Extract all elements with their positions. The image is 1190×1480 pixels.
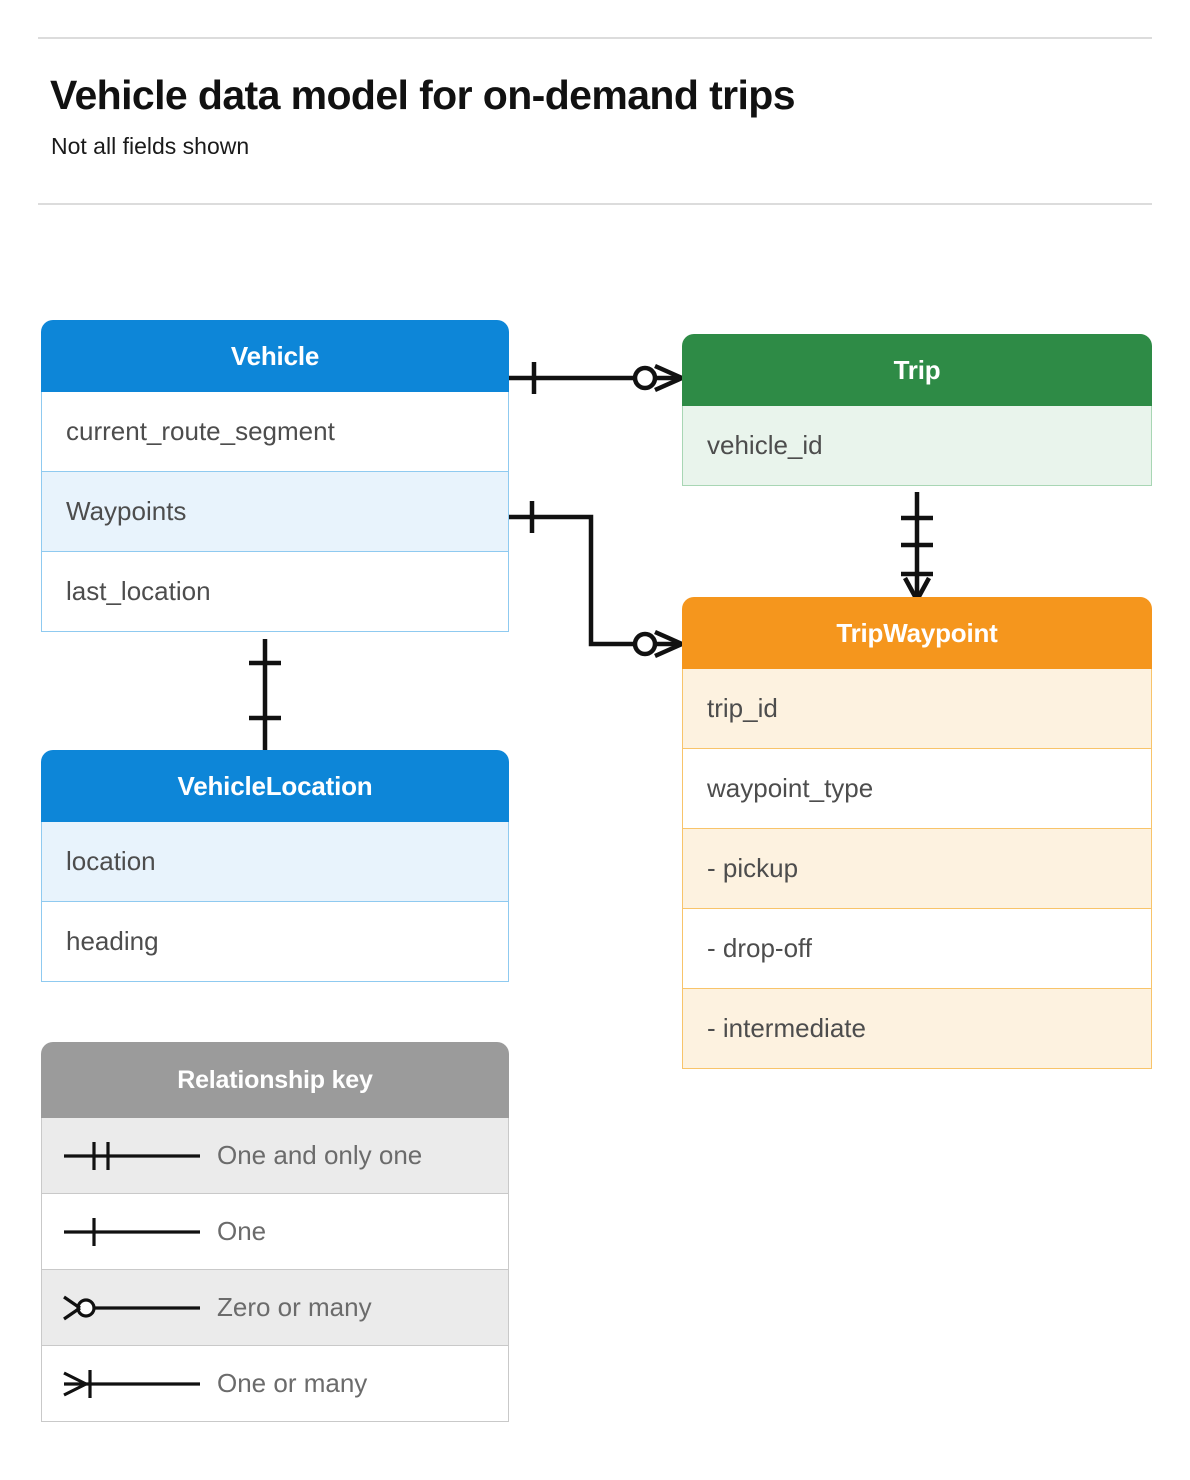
entity-vehicle-field-current-route-segment[interactable]: current_route_segment: [41, 392, 509, 472]
entity-tripwaypoint-value-drop-off[interactable]: - drop-off: [682, 909, 1152, 989]
page-title: Vehicle data model for on-demand trips: [50, 72, 796, 118]
legend-label-one-or-many: One or many: [217, 1368, 368, 1398]
one-or-many-icon: [42, 1364, 217, 1404]
legend-row-one-or-many: One or many: [41, 1346, 509, 1422]
zero-or-many-icon: [42, 1288, 217, 1328]
entity-tripwaypoint-title: TripWaypoint: [682, 597, 1152, 669]
one-and-only-one-icon: [42, 1136, 217, 1176]
connector-waypoints-tripwaypoint: [505, 501, 683, 659]
one-icon: [42, 1212, 217, 1252]
entity-tripwaypoint[interactable]: TripWaypoint trip_id waypoint_type - pic…: [682, 597, 1152, 1069]
entity-vehiclelocation-field-heading[interactable]: heading: [41, 902, 509, 982]
entity-vehiclelocation-title: VehicleLocation: [41, 750, 509, 822]
entity-vehiclelocation[interactable]: VehicleLocation location heading: [41, 750, 509, 982]
legend-label-one-and-only-one: One and only one: [217, 1140, 423, 1170]
page-subtitle: Not all fields shown: [51, 133, 250, 159]
connector-vehicle-vehiclelocation: [249, 639, 281, 751]
legend-row-zero-or-many: Zero or many: [41, 1270, 509, 1346]
relationship-key-title: Relationship key: [41, 1042, 509, 1118]
entity-vehicle-field-last-location[interactable]: last_location: [41, 552, 509, 632]
entity-tripwaypoint-value-intermediate[interactable]: - intermediate: [682, 989, 1152, 1069]
entity-trip-title: Trip: [682, 334, 1152, 406]
connector-vehicle-trip: [505, 362, 683, 394]
entity-vehiclelocation-field-location[interactable]: location: [41, 822, 509, 902]
connector-trip-tripwaypoint: [901, 492, 933, 602]
header-divider-bottom: [38, 203, 1152, 205]
legend-row-one-and-only-one: One and only one: [41, 1118, 509, 1194]
legend-label-zero-or-many: Zero or many: [217, 1292, 372, 1322]
entity-tripwaypoint-value-pickup[interactable]: - pickup: [682, 829, 1152, 909]
entity-vehicle[interactable]: Vehicle current_route_segment Waypoints …: [41, 320, 509, 632]
entity-vehicle-field-waypoints[interactable]: Waypoints: [41, 472, 509, 552]
entity-trip[interactable]: Trip vehicle_id: [682, 334, 1152, 486]
entity-tripwaypoint-field-waypoint-type[interactable]: waypoint_type: [682, 749, 1152, 829]
relationship-key-legend: Relationship key One and only one One: [41, 1042, 509, 1422]
legend-label-one: One: [217, 1216, 267, 1246]
entity-tripwaypoint-field-trip-id[interactable]: trip_id: [682, 669, 1152, 749]
legend-row-one: One: [41, 1194, 509, 1270]
entity-vehicle-title: Vehicle: [41, 320, 509, 392]
entity-trip-field-vehicle-id[interactable]: vehicle_id: [682, 406, 1152, 486]
header-divider-top: [38, 37, 1152, 39]
